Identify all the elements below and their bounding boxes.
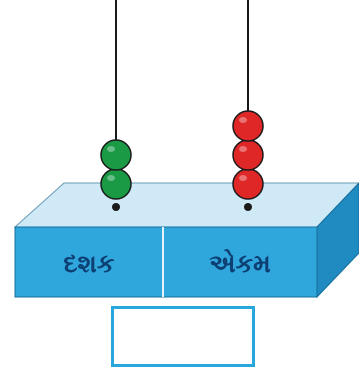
ones-bead-highlight-3: [239, 117, 247, 123]
ones-label: એકમ: [209, 249, 271, 278]
ones-bead-group: [232, 110, 264, 200]
tens-bead-highlight-2: [107, 146, 115, 152]
tens-rod-mount: [112, 203, 120, 211]
ones-bead-1: [232, 168, 264, 200]
ones-rod-mount: [244, 203, 252, 211]
abacus-base-top: [13, 182, 359, 228]
ones-bead-2: [232, 139, 264, 171]
ones-bead-3: [232, 110, 264, 142]
ones-bead-highlight-1: [239, 175, 247, 181]
tens-bead-group: [100, 139, 132, 200]
tens-bead-1: [100, 168, 132, 200]
tens-bead-highlight-1: [107, 175, 115, 181]
ones-bead-highlight-2: [239, 146, 247, 152]
answer-box[interactable]: [111, 306, 255, 367]
tens-bead-2: [100, 139, 132, 171]
tens-label: દશક: [64, 249, 115, 278]
abacus-base-front: [14, 226, 318, 298]
